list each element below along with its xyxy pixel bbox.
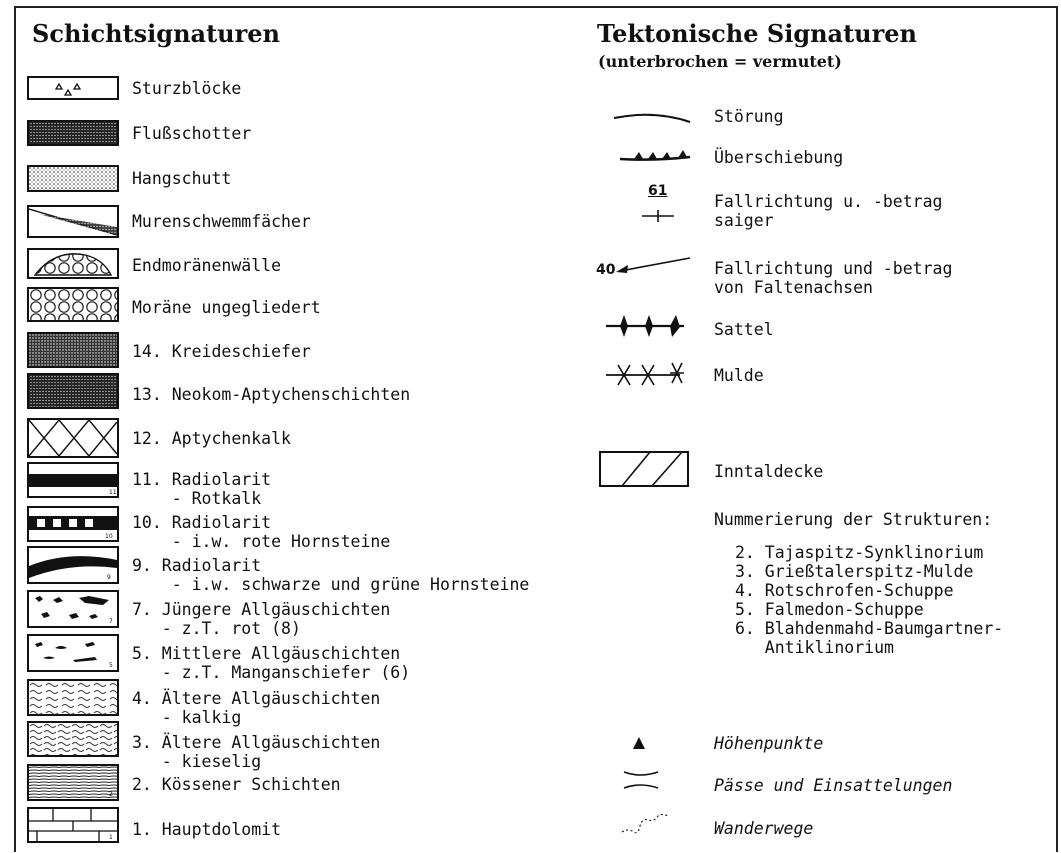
strata-label: Moräne ungegliedert (132, 298, 321, 317)
symbol-number: 2 (109, 791, 113, 798)
tectonic-label: Fallrichtung u. -betrag saiger (714, 192, 943, 230)
symbol-number: 1 (109, 834, 113, 841)
structure-item: 2. Tajaspitz-Synklinorium (735, 543, 984, 562)
brick-icon: 1 (27, 807, 119, 843)
neocomian-icon (27, 373, 119, 409)
strata-label: 14. Kreideschiefer (132, 342, 311, 361)
middle-allgau-icon: 5 (27, 634, 119, 672)
anticline-icon (606, 315, 684, 337)
symbol-number: 7 (109, 618, 113, 625)
strata-label: 1. Hauptdolomit (132, 820, 282, 839)
other-label: Pässe und Einsattelungen (714, 776, 953, 795)
radiolarite-chert-icon: 10 (27, 506, 119, 542)
strata-label: Sturzblöcke (132, 79, 242, 98)
strata-label: Hangschutt (132, 169, 232, 188)
strata-heading: Schichtsignaturen (32, 19, 280, 48)
fold-axis-value: 40 (596, 262, 616, 278)
strata-label: Flußschotter (132, 124, 252, 143)
other-label: Höhenpunkte (714, 734, 824, 753)
kossen-icon: 2 (27, 764, 119, 801)
dip-value: 61 (648, 183, 668, 199)
nappe-icon (599, 451, 689, 487)
syncline-icon (606, 362, 684, 386)
strata-label: 7. Jüngere Allgäuschichten - z.T. rot (8… (132, 600, 391, 638)
younger-allgau-icon: 7 (27, 590, 119, 628)
strata-label: 13. Neokom-Aptychenschichten (132, 385, 411, 404)
triangle-icon (633, 737, 645, 749)
other-label: Wanderwege (714, 819, 814, 838)
trail-icon (621, 813, 669, 834)
structure-item: 6. Blahdenmahd-Baumgartner- Antiklinoriu… (735, 619, 1004, 657)
radiolarite-red-icon: 11 (27, 462, 119, 498)
structure-item: 5. Falmedon-Schuppe (735, 600, 924, 619)
end-moraine-icon (27, 248, 119, 279)
tectonics-subheading: (unterbrochen = vermutet) (598, 52, 842, 71)
symbol-number: 11 (109, 489, 117, 496)
tectonic-label: Störung (714, 107, 784, 126)
structure-item: 3. Grießtalerspitz-Mulde (735, 562, 974, 581)
strata-label: 3. Ältere Allgäuschichten - kieselig (132, 733, 381, 771)
tectonic-label: Fallrichtung und -betrag von Faltenachse… (714, 259, 953, 297)
strata-label: 2. Kössener Schichten (132, 775, 341, 794)
structures-heading: Nummerierung der Strukturen: (714, 510, 993, 529)
strata-label: 5. Mittlere Allgäuschichten - z.T. Manga… (132, 644, 411, 682)
tectonic-label: Sattel (714, 320, 774, 339)
river-gravel-icon (27, 120, 119, 146)
scree-icon (27, 165, 119, 192)
strata-label: Murenschwemmfächer (132, 212, 311, 231)
strata-label: Endmoränenwälle (132, 256, 282, 275)
wavy-lines-dense-icon (27, 721, 119, 757)
thrust-icon (619, 150, 691, 161)
structures-list: 2. Tajaspitz-Synklinorium 3. Grießtalers… (735, 543, 1003, 657)
symbol-number: 5 (109, 662, 113, 669)
moraine-icon (27, 287, 119, 322)
tectonics-heading: Tektonische Signaturen (597, 19, 917, 48)
symbol-number: 10 (105, 533, 113, 540)
strata-label: 11. Radiolarit - Rotkalk (132, 470, 272, 508)
strata-label: 4. Ältere Allgäuschichten - kalkig (132, 689, 381, 727)
structure-item: 4. Rotschrofen-Schuppe (735, 581, 954, 600)
strata-label: 9. Radiolarit - i.w. schwarze und grüne … (132, 556, 530, 594)
boulders-icon (27, 76, 119, 100)
fold-axis-icon (616, 257, 691, 273)
tectonic-label: Inntaldecke (714, 462, 824, 481)
fault-icon (613, 113, 691, 123)
dip-icon (642, 210, 674, 222)
crosshatch-icon (27, 418, 119, 458)
pass-icon (623, 771, 659, 789)
strata-label: 10. Radiolarit - i.w. rote Hornsteine (132, 513, 391, 551)
debris-fan-icon (27, 205, 119, 238)
radiolarite-black-icon: 9 (27, 546, 119, 584)
symbol-number: 9 (107, 574, 111, 581)
legend-frame (14, 6, 1058, 852)
tectonic-label: Überschiebung (714, 148, 844, 167)
tectonic-label: Mulde (714, 366, 764, 385)
strata-label: 12. Aptychenkalk (132, 429, 291, 448)
wavy-lines-icon (27, 679, 119, 716)
cretaceous-shale-icon (27, 332, 119, 368)
